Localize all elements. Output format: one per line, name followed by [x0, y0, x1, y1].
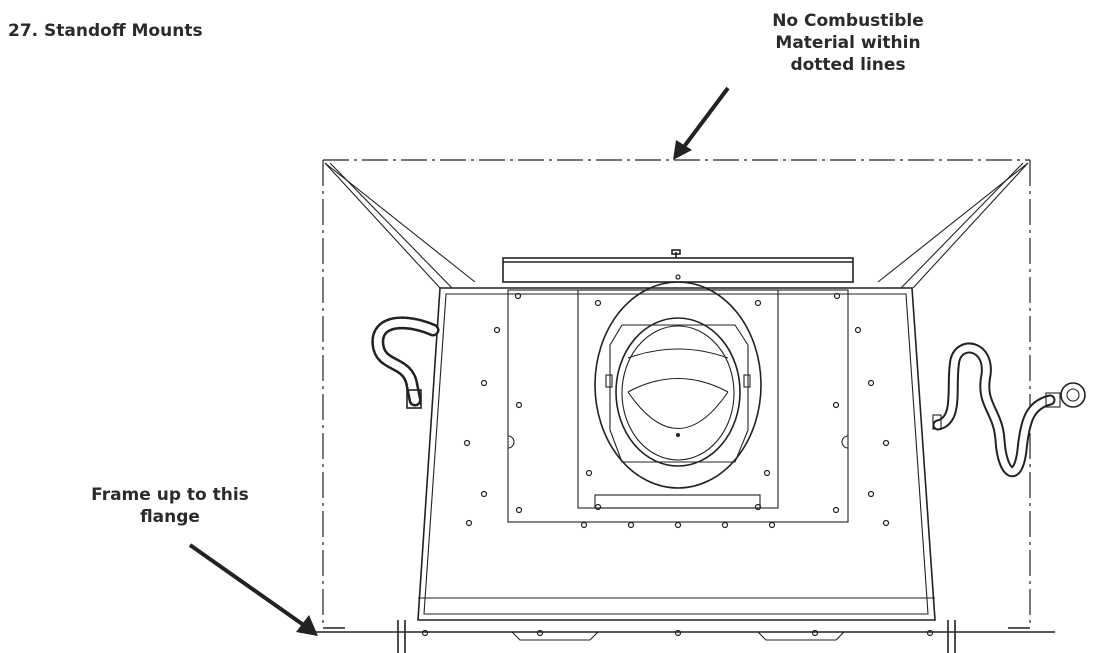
- clearance-boundary-dotted: [322, 159, 1031, 628]
- unit-housing: [417, 287, 936, 621]
- callout-top-line-1: No Combustible: [772, 11, 924, 31]
- callout-frame-flange: Frame up to this flange: [60, 484, 280, 528]
- callout-no-combustible: No Combustible Material within dotted li…: [718, 10, 978, 76]
- standoff-braces: [324, 162, 1029, 289]
- arrow-left-callout: [188, 543, 318, 636]
- top-collar: [502, 249, 854, 283]
- vent-collar: [594, 281, 762, 489]
- callout-left-line-1: Frame up to this: [91, 485, 249, 505]
- callout-top-line-3: dotted lines: [790, 55, 906, 75]
- base-flange: [300, 620, 1055, 653]
- arrow-top-callout: [673, 86, 730, 160]
- flex-conduit-left: [371, 316, 440, 409]
- figure-title: 27. Standoff Mounts: [8, 21, 203, 41]
- screw-holes: [421, 274, 934, 637]
- callout-left-line-2: flange: [140, 507, 200, 527]
- ground-wire-right: [932, 342, 1086, 478]
- callout-top-line-2: Material within: [775, 33, 921, 53]
- panel-notches: [507, 435, 849, 449]
